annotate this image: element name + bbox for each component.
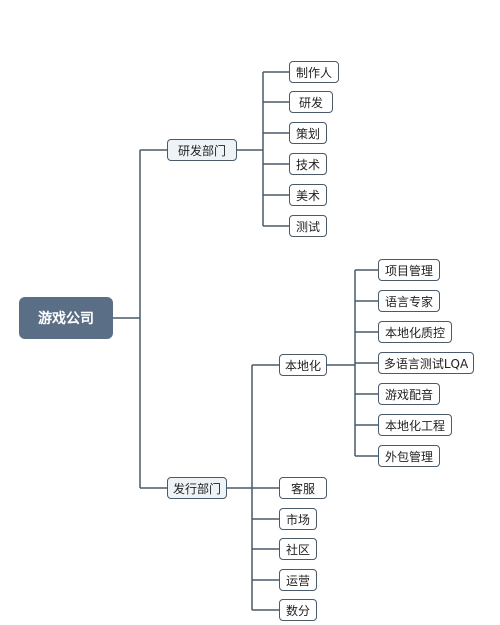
node-operations: 运营 [279,569,317,591]
node-localization-qc: 本地化质控 [378,321,452,343]
node-marketing: 市场 [279,508,317,530]
node-data-analysis: 数分 [279,599,317,621]
connector-root [113,149,167,489]
node-community: 社区 [279,538,317,560]
node-game-voiceover: 游戏配音 [378,383,440,405]
node-technology: 技术 [289,153,327,175]
root-node: 游戏公司 [19,297,113,339]
node-localization: 本地化 [279,354,327,376]
node-development: 研发 [289,91,333,113]
node-publishing-dept: 发行部门 [167,477,227,499]
connector-pub [227,364,279,611]
node-project-management: 项目管理 [378,259,440,281]
connector-loc [327,269,378,457]
connector-rd [237,71,289,227]
node-planning: 策划 [289,122,327,144]
node-outsourcing-management: 外包管理 [378,445,440,467]
node-customer-service: 客服 [279,477,327,499]
node-localization-engineering: 本地化工程 [378,414,452,436]
node-multilingual-lqa: 多语言测试LQA [378,352,474,374]
node-art: 美术 [289,184,327,206]
node-rd-dept: 研发部门 [167,139,237,161]
node-producer: 制作人 [289,61,339,83]
node-language-expert: 语言专家 [378,290,440,312]
node-testing: 测试 [289,215,327,237]
